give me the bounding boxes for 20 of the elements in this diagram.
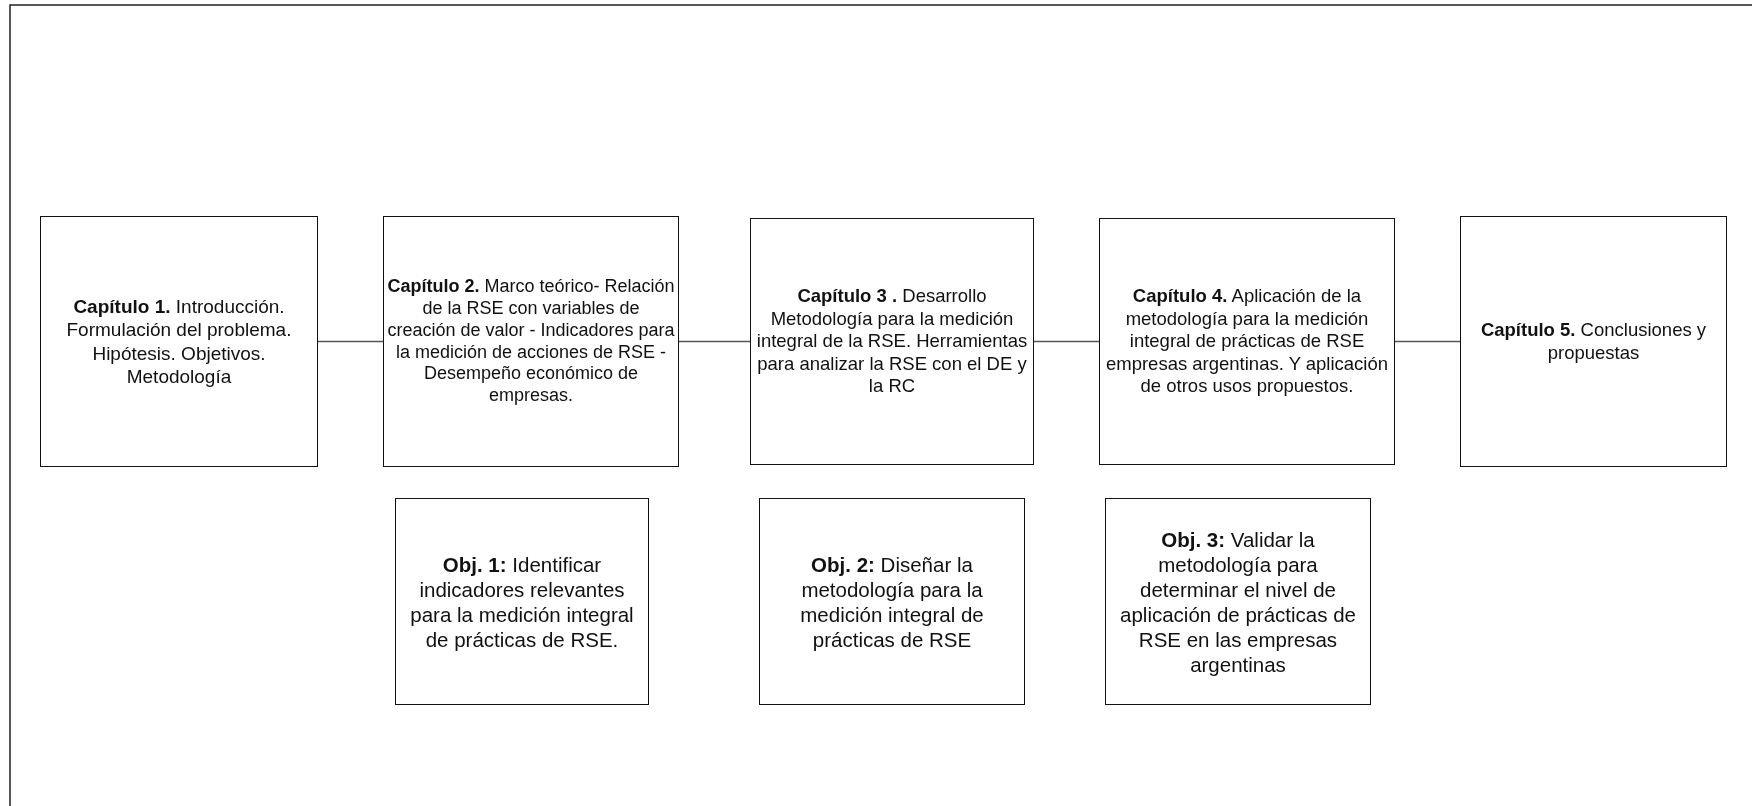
box-text: Capítulo 5. Conclusiones y propuestas [1479, 318, 1708, 365]
box-text: Obj. 1: Identificar indicadores relevantes para la medición integral de prácticas de RSE. [409, 551, 635, 652]
connector-line [1394, 340, 1461, 343]
text-box [40, 216, 318, 467]
text-box [1099, 218, 1395, 465]
connector-line [678, 340, 751, 343]
text-box [383, 216, 679, 467]
box-text: Obj. 2: Diseñar la metodología para la medición integral de prácticas de RSE [799, 551, 985, 652]
box-text: Capítulo 3 . Desarrollo Metodología para la medición integral de la RSE. Herramientas para analizar la RSE con el DE y la RC [755, 285, 1029, 398]
text-box [1460, 216, 1727, 467]
text-box [395, 498, 649, 705]
box-text: Capítulo 1. Introducción. Formulación del problema. Hipótesis. Objetivos. Metodología [65, 295, 293, 388]
box-text: Capítulo 4. Aplicación de la metodología para la medición integral de prácticas de RSE empresas argentinas. Y aplicación de otros usos propuestos. [1104, 285, 1390, 398]
text-box [1105, 498, 1371, 705]
box-text: Capítulo 2. Marco teórico- Relación de la RSE con variables de creación de valor - Indicadores para la medición de acciones de RSE - Desempeño económico de empresas. [386, 275, 676, 408]
connector-line [1033, 340, 1100, 343]
box-text: Obj. 3: Validar la metodología para determinar el nivel de aplicación de prácticas de RSE en las empresas argentinas [1119, 526, 1357, 677]
text-box [750, 218, 1034, 465]
text-box [759, 498, 1025, 705]
connector-line [317, 340, 384, 343]
